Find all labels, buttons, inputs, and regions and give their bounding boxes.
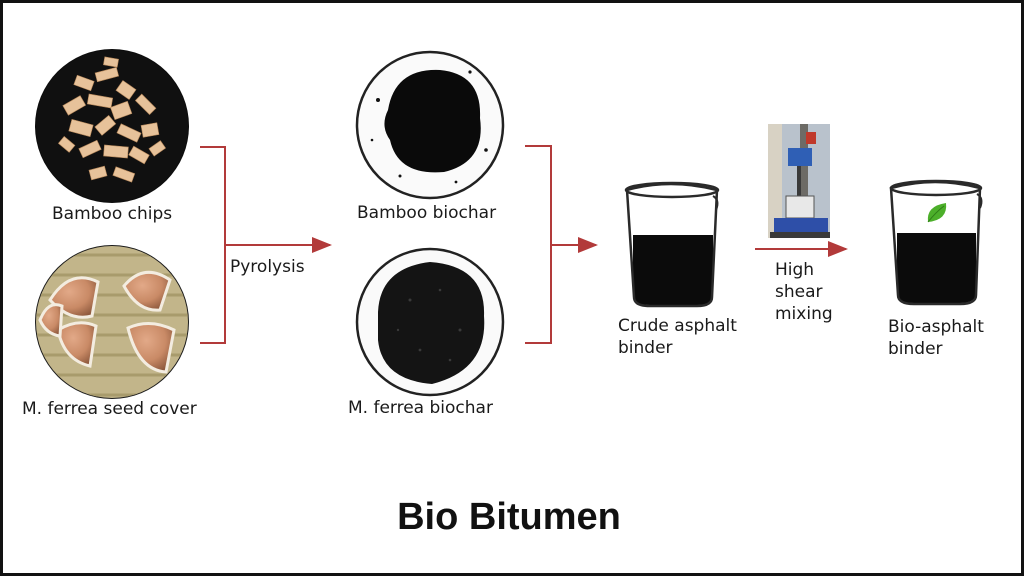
mixing-arrow: [525, 145, 598, 344]
seed-cover-label: M. ferrea seed cover: [22, 399, 197, 419]
bio-binder-beaker: [889, 179, 983, 306]
high-shear-mixing-label: High shear mixing: [775, 260, 833, 324]
pyrolysis-arrow: [200, 146, 332, 344]
diagram-title: Bio Bitumen: [397, 496, 621, 538]
bamboo-biochar-image: [355, 50, 505, 200]
pyrolysis-label: Pyrolysis: [230, 257, 305, 277]
crude-binder-label: Crude asphalt binder: [618, 316, 737, 358]
bamboo-chips-image: [35, 49, 189, 203]
bamboo-chips-label: Bamboo chips: [52, 204, 173, 224]
leaf-icon: [927, 203, 947, 223]
bio-binder-label: Bio-asphalt binder: [888, 317, 984, 359]
high-shear-mixer-image: [768, 124, 830, 238]
seed-cover-image: [35, 245, 189, 399]
ferrea-biochar-label: M. ferrea biochar: [348, 398, 493, 418]
bamboo-biochar-label: Bamboo biochar: [357, 203, 497, 223]
ferrea-biochar-image: [355, 247, 505, 397]
crude-binder-beaker: [624, 181, 720, 308]
